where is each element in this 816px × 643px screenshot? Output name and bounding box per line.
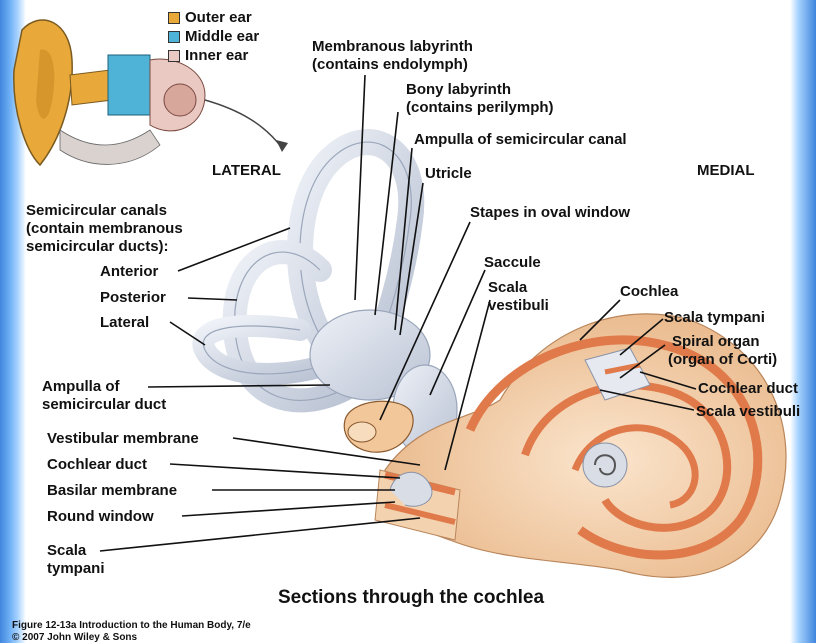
middle-ear-swatch [168, 31, 180, 43]
basilar-membrane-label: Basilar membrane [47, 482, 177, 499]
cochlear-duct-left-label: Cochlear duct [47, 456, 147, 473]
cochlea-label: Cochlea [620, 283, 678, 300]
anterior-label: Anterior [100, 263, 158, 280]
membranous-labyrinth-label: Membranous labyrinth [312, 38, 473, 55]
figure-credit: Figure 12-13a Introduction to the Human … [12, 620, 251, 631]
medial-label: MEDIAL [697, 162, 755, 179]
outer-ear-swatch [168, 12, 180, 24]
bony-labyrinth-label: Bony labyrinth [406, 81, 511, 98]
scala-tympani-label: Scala [47, 542, 86, 559]
lateral-label: LATERAL [212, 162, 281, 179]
round-window-label: Round window [47, 508, 154, 525]
stapes [344, 401, 413, 452]
legend: Outer ear Middle ear Inner ear [168, 8, 259, 65]
legend-item-outer-ear: Outer ear [168, 8, 259, 27]
scala-vestibuli-label-2: vestibuli [488, 297, 549, 314]
membranous-labyrinth-note: (contains endolymph) [312, 56, 468, 73]
scala-vestibuli-right-label: Scala vestibuli [696, 403, 800, 420]
stapes-label: Stapes in oval window [470, 204, 630, 221]
semicircular-canals-note-2: semicircular ducts): [26, 238, 169, 255]
semicircular-canals-note-1: (contain membranous [26, 220, 183, 237]
ampulla-duct-label: Ampulla of [42, 378, 120, 395]
cochlear-duct-right-label: Cochlear duct [698, 380, 798, 397]
semicircular-canals [203, 142, 457, 455]
spiral-organ-label: Spiral organ [672, 333, 760, 350]
inner-ear-swatch [168, 50, 180, 62]
spiral-organ-note: (organ of Corti) [668, 351, 777, 368]
semicircular-canals-label: Semicircular canals [26, 202, 167, 219]
copyright-credit: © 2007 John Wiley & Sons [12, 632, 137, 643]
legend-item-inner-ear: Inner ear [168, 46, 259, 65]
legend-item-middle-ear: Middle ear [168, 27, 259, 46]
bony-labyrinth-note: (contains perilymph) [406, 99, 554, 116]
lateral-canal-label: Lateral [100, 314, 149, 331]
figure-caption-title: Sections through the cochlea [278, 587, 544, 609]
legend-label: Inner ear [185, 47, 248, 64]
scala-tympani-label-2: tympani [47, 560, 105, 577]
scala-tympani-right-label: Scala tympani [664, 309, 765, 326]
scala-vestibuli-label: Scala [488, 279, 527, 296]
ampulla-duct-label-2: semicircular duct [42, 396, 166, 413]
vestibular-membrane-label: Vestibular membrane [47, 430, 199, 447]
posterior-label: Posterior [100, 289, 166, 306]
legend-label: Middle ear [185, 28, 259, 45]
utricle-label: Utricle [425, 165, 472, 182]
saccule-label: Saccule [484, 254, 541, 271]
legend-label: Outer ear [185, 9, 252, 26]
ampulla-canal-label: Ampulla of semicircular canal [414, 131, 627, 148]
